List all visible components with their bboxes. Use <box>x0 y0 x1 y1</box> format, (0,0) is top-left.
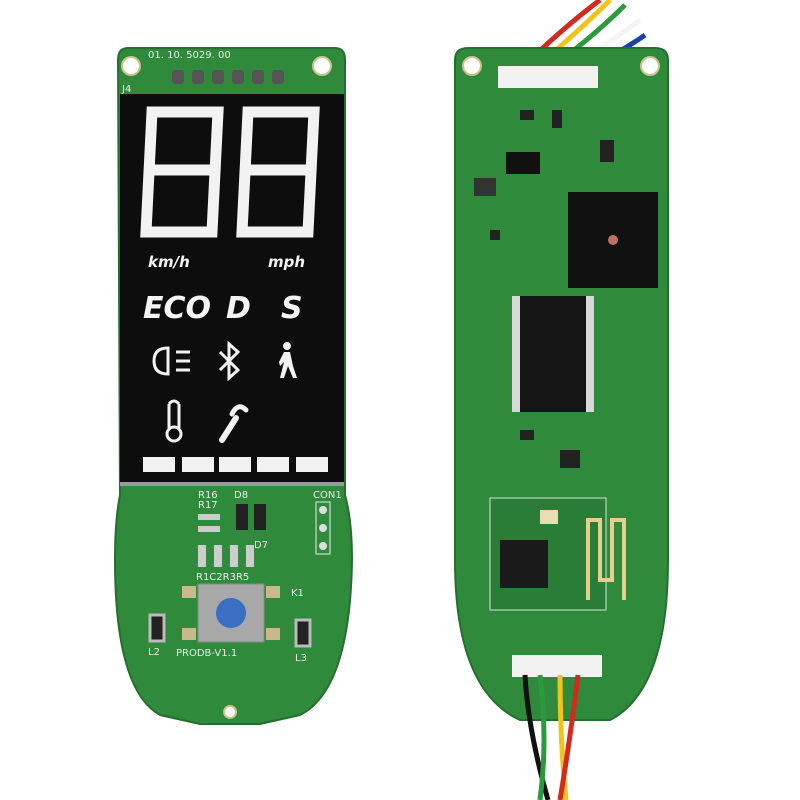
silk-l3: L3 <box>295 653 307 664</box>
pcb-detail <box>230 545 238 567</box>
pcb-detail <box>294 618 312 648</box>
pcb-detail <box>182 628 196 640</box>
pcb-detail <box>319 542 327 550</box>
bottom-wires <box>522 674 581 800</box>
pcb-detail <box>218 340 241 382</box>
pcb-detail <box>236 106 320 238</box>
silk-r17: R17 <box>198 500 218 511</box>
headlight-icon <box>152 346 190 376</box>
pcb-detail <box>254 504 266 530</box>
pcb-detail <box>246 545 254 567</box>
pcb-detail <box>315 501 331 555</box>
mode-s: S <box>281 291 303 326</box>
mount-hole <box>462 56 482 76</box>
pcb-detail <box>148 613 166 643</box>
pcb-detail <box>229 404 249 417</box>
pcb-detail <box>172 70 184 84</box>
mount-hole <box>312 56 332 76</box>
pcb-detail <box>537 674 547 800</box>
pcb-detail <box>490 230 500 240</box>
silk-d7: D7 <box>254 540 268 551</box>
pcb-detail <box>552 110 562 128</box>
mount-hole <box>223 705 237 719</box>
bluetooth-icon <box>218 340 241 382</box>
pcb-detail <box>198 545 206 567</box>
silk-l2: L2 <box>148 647 160 658</box>
pcb-detail <box>192 70 204 84</box>
pcb-detail <box>252 70 264 84</box>
push-button[interactable] <box>216 598 246 628</box>
silk-version: PRODB-V1.1 <box>176 648 237 659</box>
battery-segments <box>143 457 328 472</box>
pcb-detail <box>140 106 224 238</box>
pcb-detail <box>296 457 328 472</box>
pcb-detail <box>167 399 181 406</box>
pcb-detail <box>520 296 586 412</box>
pcb-detail <box>182 586 196 598</box>
pcb-detail <box>557 674 581 800</box>
header-pins <box>172 70 284 84</box>
speed-digits <box>140 106 320 238</box>
pcb-detail <box>219 415 239 443</box>
mount-hole <box>121 56 141 76</box>
top-connector <box>498 66 598 88</box>
pcb-detail <box>266 586 280 598</box>
pcb-detail <box>236 504 248 530</box>
pcb-detail <box>232 70 244 84</box>
pcb-detail <box>319 506 327 514</box>
pcb-detail <box>506 152 540 174</box>
pcb-detail <box>474 178 496 196</box>
unit-kmh: km/h <box>148 253 190 271</box>
pcb-detail <box>219 457 251 472</box>
pcb-detail <box>257 457 289 472</box>
pcb-detail <box>600 140 614 162</box>
ic-chip <box>512 296 594 412</box>
tactile-switch[interactable] <box>182 583 280 643</box>
back-board <box>454 0 669 800</box>
silk-con1: CON1 <box>313 490 342 501</box>
silkscreen-j4: J4 <box>121 84 131 95</box>
silk-r16: R16 <box>198 490 218 501</box>
pcb-detail <box>272 70 284 84</box>
silk-r1c2r3r5: R1C2R3R5 <box>196 572 249 583</box>
pcb-detail <box>283 342 291 350</box>
wrench-icon <box>219 404 249 443</box>
pcb-detail <box>198 514 220 520</box>
pcb-detail <box>165 425 183 443</box>
pcb-detail <box>198 526 220 532</box>
pcb-detail <box>560 450 580 468</box>
silk-d8: D8 <box>234 490 248 501</box>
bottom-connector <box>512 655 602 677</box>
mode-d: D <box>226 291 251 326</box>
pcb-detail <box>500 540 548 588</box>
thermometer-icon <box>165 399 183 443</box>
pcb-detail <box>520 110 534 120</box>
walking-person-icon <box>279 342 297 378</box>
pcb-detail <box>198 514 254 567</box>
mode-eco: ECO <box>143 291 211 326</box>
pcb-detail <box>520 430 534 440</box>
pcb-detail <box>176 350 190 372</box>
pcb-detail <box>212 70 224 84</box>
pcb-detail <box>152 346 170 376</box>
pcb-detail <box>120 482 344 486</box>
mount-hole <box>640 56 660 76</box>
unit-mph: mph <box>268 253 305 271</box>
pcb-detail <box>182 457 214 472</box>
pcb-detail <box>540 510 558 524</box>
pcb-detail <box>266 628 280 640</box>
silkscreen-code: 01. 10. 5029. 00 <box>148 50 231 61</box>
pcb-detail <box>319 524 327 532</box>
front-board: 01. 10. 5029. 00 J4 km/h mph ECO D S <box>113 47 354 725</box>
pcb-detail <box>557 674 569 800</box>
bluetooth-module <box>489 497 626 611</box>
silk-k1: K1 <box>291 588 304 599</box>
pcb-detail <box>608 235 618 245</box>
pcb-detail <box>279 352 297 378</box>
pcb-detail <box>143 457 175 472</box>
antenna-trace <box>586 518 626 600</box>
pcb-detail <box>490 110 614 468</box>
pcb-detail <box>214 545 222 567</box>
